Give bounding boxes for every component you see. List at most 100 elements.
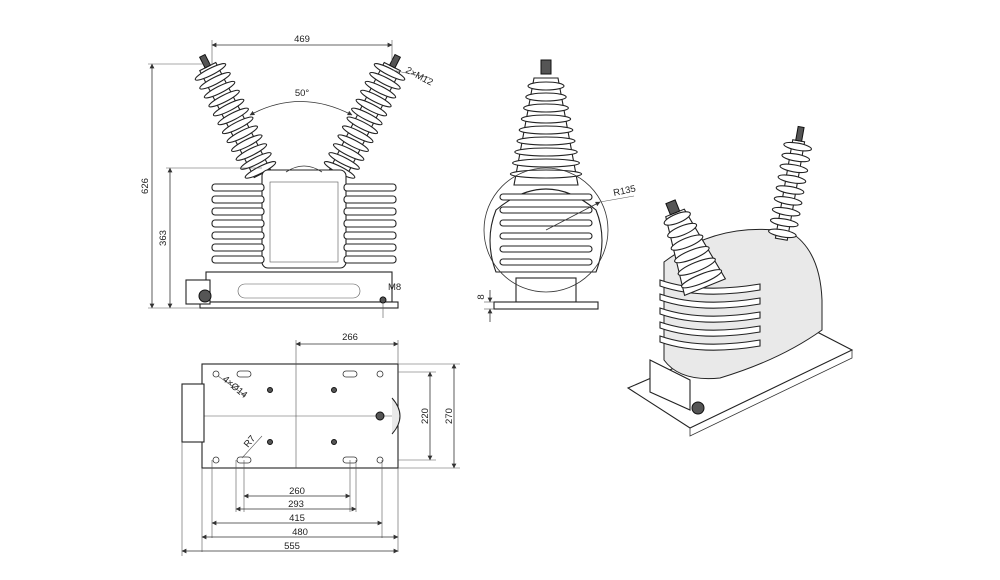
insulator-shed — [212, 98, 245, 117]
insulator-shed — [351, 107, 383, 126]
bushing-shed — [514, 147, 578, 157]
dim-293-label: 293 — [288, 499, 304, 510]
housing-shed — [343, 243, 397, 252]
mounting-slot — [236, 370, 252, 378]
bushing-shed — [512, 158, 580, 168]
iso-right-bushing — [768, 125, 812, 241]
dim-half-length-label: 266 — [342, 332, 358, 343]
housing-shed — [343, 255, 397, 264]
bushing-shed — [674, 245, 710, 264]
insulator-shed — [355, 98, 388, 117]
left-insulator — [194, 53, 277, 179]
bushing-shed — [768, 228, 797, 239]
plan-bolt — [331, 439, 337, 445]
bushing-shed — [520, 114, 572, 124]
insulator-shed — [199, 71, 231, 90]
bushing-shed — [518, 125, 574, 135]
dim-260-label: 260 — [289, 486, 305, 497]
insulator-shed — [346, 116, 379, 135]
dim-total-height-label: 626 — [140, 178, 151, 194]
bushing-shed — [769, 217, 799, 228]
dim-inner-width-label: 220 — [420, 408, 431, 424]
dim-body-height-label: 363 — [158, 230, 169, 246]
insulator-shed — [231, 134, 263, 153]
insulator-shed — [364, 80, 397, 99]
dim-thread-label: 2×M12 — [404, 65, 435, 88]
bushing-shed — [509, 169, 583, 179]
insulator-shed — [240, 152, 272, 170]
dim-480-label: 480 — [292, 527, 308, 538]
dim-base-label: 8 — [476, 294, 487, 299]
insulator-shed — [373, 63, 406, 81]
bushing-shed — [783, 141, 812, 152]
plan-bolt — [267, 387, 273, 393]
dim-ground-thread-label: M8 — [388, 282, 401, 293]
housing-shed — [211, 207, 265, 216]
mounting-hole — [212, 456, 220, 464]
dim-415-label: 415 — [289, 513, 305, 524]
housing-shed — [343, 195, 397, 204]
insulator-shed — [208, 89, 240, 108]
insulator-shed — [341, 125, 374, 144]
front-view: 469 2×M12 50° 626 363 M8 — [140, 34, 435, 318]
plan-bolt — [331, 387, 337, 393]
iso-housing-shed — [659, 335, 761, 351]
dim-angle-label: 50° — [295, 88, 310, 99]
bushing-shed — [670, 234, 704, 251]
side-housing-shed — [499, 193, 593, 201]
insulator-shed — [337, 134, 369, 153]
mounting-hole — [376, 456, 384, 464]
bushing-shed — [523, 103, 569, 113]
bushing-shed — [681, 269, 723, 289]
bushing-shed — [516, 136, 576, 146]
insulator-shed — [328, 152, 360, 170]
housing-shed — [211, 243, 265, 252]
insulator-shed — [244, 161, 277, 179]
bushing-shed — [773, 196, 803, 206]
mounting-hole — [376, 370, 384, 378]
plan-terminal-box — [181, 383, 205, 443]
insulator-shed — [369, 71, 401, 90]
housing-shed — [343, 231, 397, 240]
housing-shed — [211, 195, 265, 204]
dim-width-label: 469 — [294, 34, 310, 45]
insulator-shed — [332, 143, 365, 161]
housing-shed — [211, 219, 265, 228]
side-housing-shed — [499, 245, 593, 253]
bushing-shed — [525, 92, 567, 102]
dim-outer-width-label: 270 — [444, 408, 455, 424]
insulator-shed — [203, 80, 236, 99]
insulator-shed — [221, 116, 254, 135]
bushing-shed — [777, 174, 807, 184]
dim-radius-label: R135 — [612, 183, 637, 198]
insulator-shed — [194, 63, 227, 81]
insulator-shed — [226, 125, 259, 144]
housing-shed — [211, 255, 265, 264]
plan-bolt — [267, 439, 273, 445]
iso-left-bushing — [663, 199, 727, 297]
plan-view: 266 4×Ø14 R7 220 270 260 293 415 480 — [181, 332, 460, 556]
mounting-slot — [342, 370, 358, 378]
side-housing-shed — [499, 232, 593, 240]
housing-shed — [211, 231, 265, 240]
insulator-shed — [217, 107, 249, 126]
mounting-hole — [212, 370, 220, 378]
housing-shed — [343, 219, 397, 228]
front-left-sheds — [211, 183, 265, 264]
front-core-housing — [261, 169, 347, 269]
housing-shed — [343, 183, 397, 192]
bushing-shed — [781, 152, 811, 163]
iso-housing-shed — [659, 321, 761, 337]
side-housing-shed — [499, 258, 593, 266]
iso-housing-shed — [659, 293, 761, 309]
iso-terminal-box — [649, 359, 691, 411]
isometric-view — [626, 125, 854, 437]
dim-555-label: 555 — [284, 541, 300, 552]
iso-housing-shed — [659, 307, 761, 323]
bushing-shed — [771, 206, 801, 217]
front-base — [205, 271, 393, 303]
housing-shed — [343, 207, 397, 216]
front-right-sheds — [343, 183, 397, 264]
